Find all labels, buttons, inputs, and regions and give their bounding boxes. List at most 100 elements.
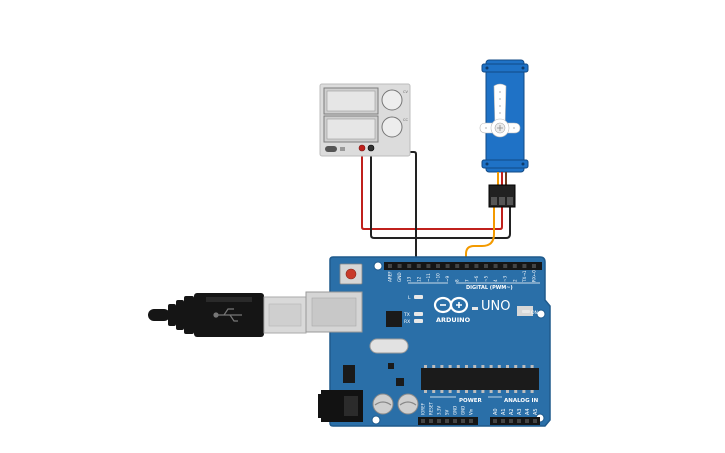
orange-wire[interactable] bbox=[465, 200, 495, 266]
power-pin-label: 3.3V bbox=[437, 406, 442, 415]
red-wire[interactable] bbox=[361, 148, 503, 230]
analog-pin-label: A2 bbox=[509, 408, 515, 415]
chip-pin bbox=[440, 390, 444, 393]
header-pin-hole[interactable] bbox=[484, 264, 488, 268]
header-pin-hole[interactable] bbox=[397, 264, 402, 268]
positive-terminal[interactable] bbox=[358, 144, 366, 152]
digital-pin-label: ~6 bbox=[474, 275, 479, 282]
chip-pin bbox=[432, 390, 436, 393]
header-pin-hole[interactable] bbox=[525, 419, 529, 423]
wires bbox=[361, 148, 511, 266]
chip-pin bbox=[530, 365, 534, 368]
mounting-hole bbox=[536, 309, 546, 319]
servo-mount-tab-top bbox=[481, 63, 529, 73]
digital-header-holes bbox=[388, 264, 536, 268]
crystal-oscillator bbox=[369, 338, 409, 354]
chip-pin bbox=[506, 390, 509, 393]
header-pin-hole[interactable] bbox=[407, 264, 412, 268]
header-pin-hole[interactable] bbox=[455, 264, 460, 268]
header-pin-hole[interactable] bbox=[416, 264, 421, 268]
header-pin-hole[interactable] bbox=[426, 264, 431, 268]
on-label: ON bbox=[531, 310, 538, 316]
usb-icon bbox=[213, 308, 242, 322]
servo-horn[interactable] bbox=[479, 83, 521, 138]
power-label: POWER bbox=[459, 398, 483, 404]
header-pin-hole[interactable] bbox=[493, 419, 497, 423]
chip-pin bbox=[432, 365, 436, 368]
current-knob[interactable] bbox=[381, 116, 403, 138]
digital-pin-label: 13 bbox=[407, 276, 412, 282]
header-pin-hole[interactable] bbox=[532, 264, 536, 268]
header-pin-hole[interactable] bbox=[533, 419, 537, 423]
header-pin-hole[interactable] bbox=[421, 419, 425, 423]
voltage-regulator bbox=[343, 365, 355, 383]
negative-terminal[interactable] bbox=[367, 144, 375, 152]
digital-pin-label: 4 bbox=[493, 279, 498, 282]
header-pin-hole[interactable] bbox=[512, 264, 517, 268]
header-pin-hole[interactable] bbox=[469, 419, 473, 423]
led-rx bbox=[414, 319, 423, 323]
chip-pin bbox=[448, 365, 452, 368]
chip-pin bbox=[440, 365, 444, 368]
atmega-chip bbox=[421, 368, 539, 390]
power-switch[interactable] bbox=[325, 146, 337, 152]
header-pin-hole[interactable] bbox=[522, 264, 527, 268]
chip-pin bbox=[514, 390, 518, 393]
servo-mount-tab-bottom bbox=[481, 159, 529, 169]
power-supply[interactable]: CV CC bbox=[319, 83, 411, 157]
power-pin-label: Vin bbox=[469, 408, 474, 415]
digital-pin-label: RX←0 bbox=[532, 270, 537, 282]
analog-header[interactable] bbox=[490, 417, 540, 425]
micro-servo[interactable] bbox=[479, 59, 529, 208]
header-pin-hole[interactable] bbox=[503, 264, 508, 268]
bottom-header-holes bbox=[421, 419, 537, 423]
power-pin-label: IOREF bbox=[421, 402, 426, 415]
led-l bbox=[414, 295, 423, 299]
led-label-tx: TX bbox=[403, 312, 410, 318]
uno-model-text: UNO bbox=[481, 299, 510, 314]
voltage-knob[interactable] bbox=[381, 89, 403, 111]
header-pin-hole[interactable] bbox=[437, 419, 441, 423]
header-pin-hole[interactable] bbox=[474, 264, 479, 268]
chip-pin bbox=[424, 390, 427, 393]
header-pin-hole[interactable] bbox=[445, 264, 450, 268]
header-pin-hole[interactable] bbox=[445, 419, 449, 423]
arduino-brand-text: ARDUINO bbox=[436, 316, 471, 324]
header-pin-hole[interactable] bbox=[436, 264, 440, 268]
header-pin-hole[interactable] bbox=[461, 419, 465, 423]
chip-pin bbox=[424, 365, 427, 368]
chip-pin bbox=[489, 390, 493, 393]
analog-pin-label: A0 bbox=[493, 408, 499, 415]
usb-chip bbox=[386, 311, 402, 327]
arduino-infinity-icon bbox=[433, 296, 469, 314]
power-pin-label: GND bbox=[453, 406, 458, 415]
chip-pin bbox=[514, 365, 518, 368]
usb-cable[interactable] bbox=[148, 293, 307, 337]
black-wire-ground[interactable] bbox=[370, 151, 417, 266]
header-pin-hole[interactable] bbox=[501, 419, 505, 423]
chip-pin bbox=[522, 365, 526, 368]
mounting-hole bbox=[371, 415, 381, 425]
black-wire-servo[interactable] bbox=[370, 148, 511, 239]
header-pin-hole[interactable] bbox=[453, 419, 457, 423]
header-pin-hole[interactable] bbox=[388, 264, 392, 268]
header-pin-hole[interactable] bbox=[493, 264, 498, 268]
analog-label: ANALOG IN bbox=[504, 398, 539, 404]
header-pin-hole[interactable] bbox=[509, 419, 513, 423]
chip-pin bbox=[497, 365, 501, 368]
digital-pin-label: ~10 bbox=[436, 273, 441, 282]
led-tx bbox=[414, 312, 423, 316]
analog-pin-label: A3 bbox=[517, 408, 523, 415]
chip-pin bbox=[481, 390, 485, 393]
chip-pin bbox=[448, 390, 452, 393]
power-pin-label: RESET bbox=[429, 402, 434, 415]
header-pin-hole[interactable] bbox=[429, 419, 433, 423]
analog-pin-label: A4 bbox=[525, 408, 531, 415]
digital-pin-label: ~3 bbox=[503, 275, 508, 282]
header-pin-hole[interactable] bbox=[464, 264, 469, 268]
power-pin-label: 5V bbox=[445, 409, 450, 415]
chip-pin bbox=[456, 365, 460, 368]
header-pin-hole[interactable] bbox=[517, 419, 521, 423]
digital-header[interactable] bbox=[384, 262, 542, 270]
